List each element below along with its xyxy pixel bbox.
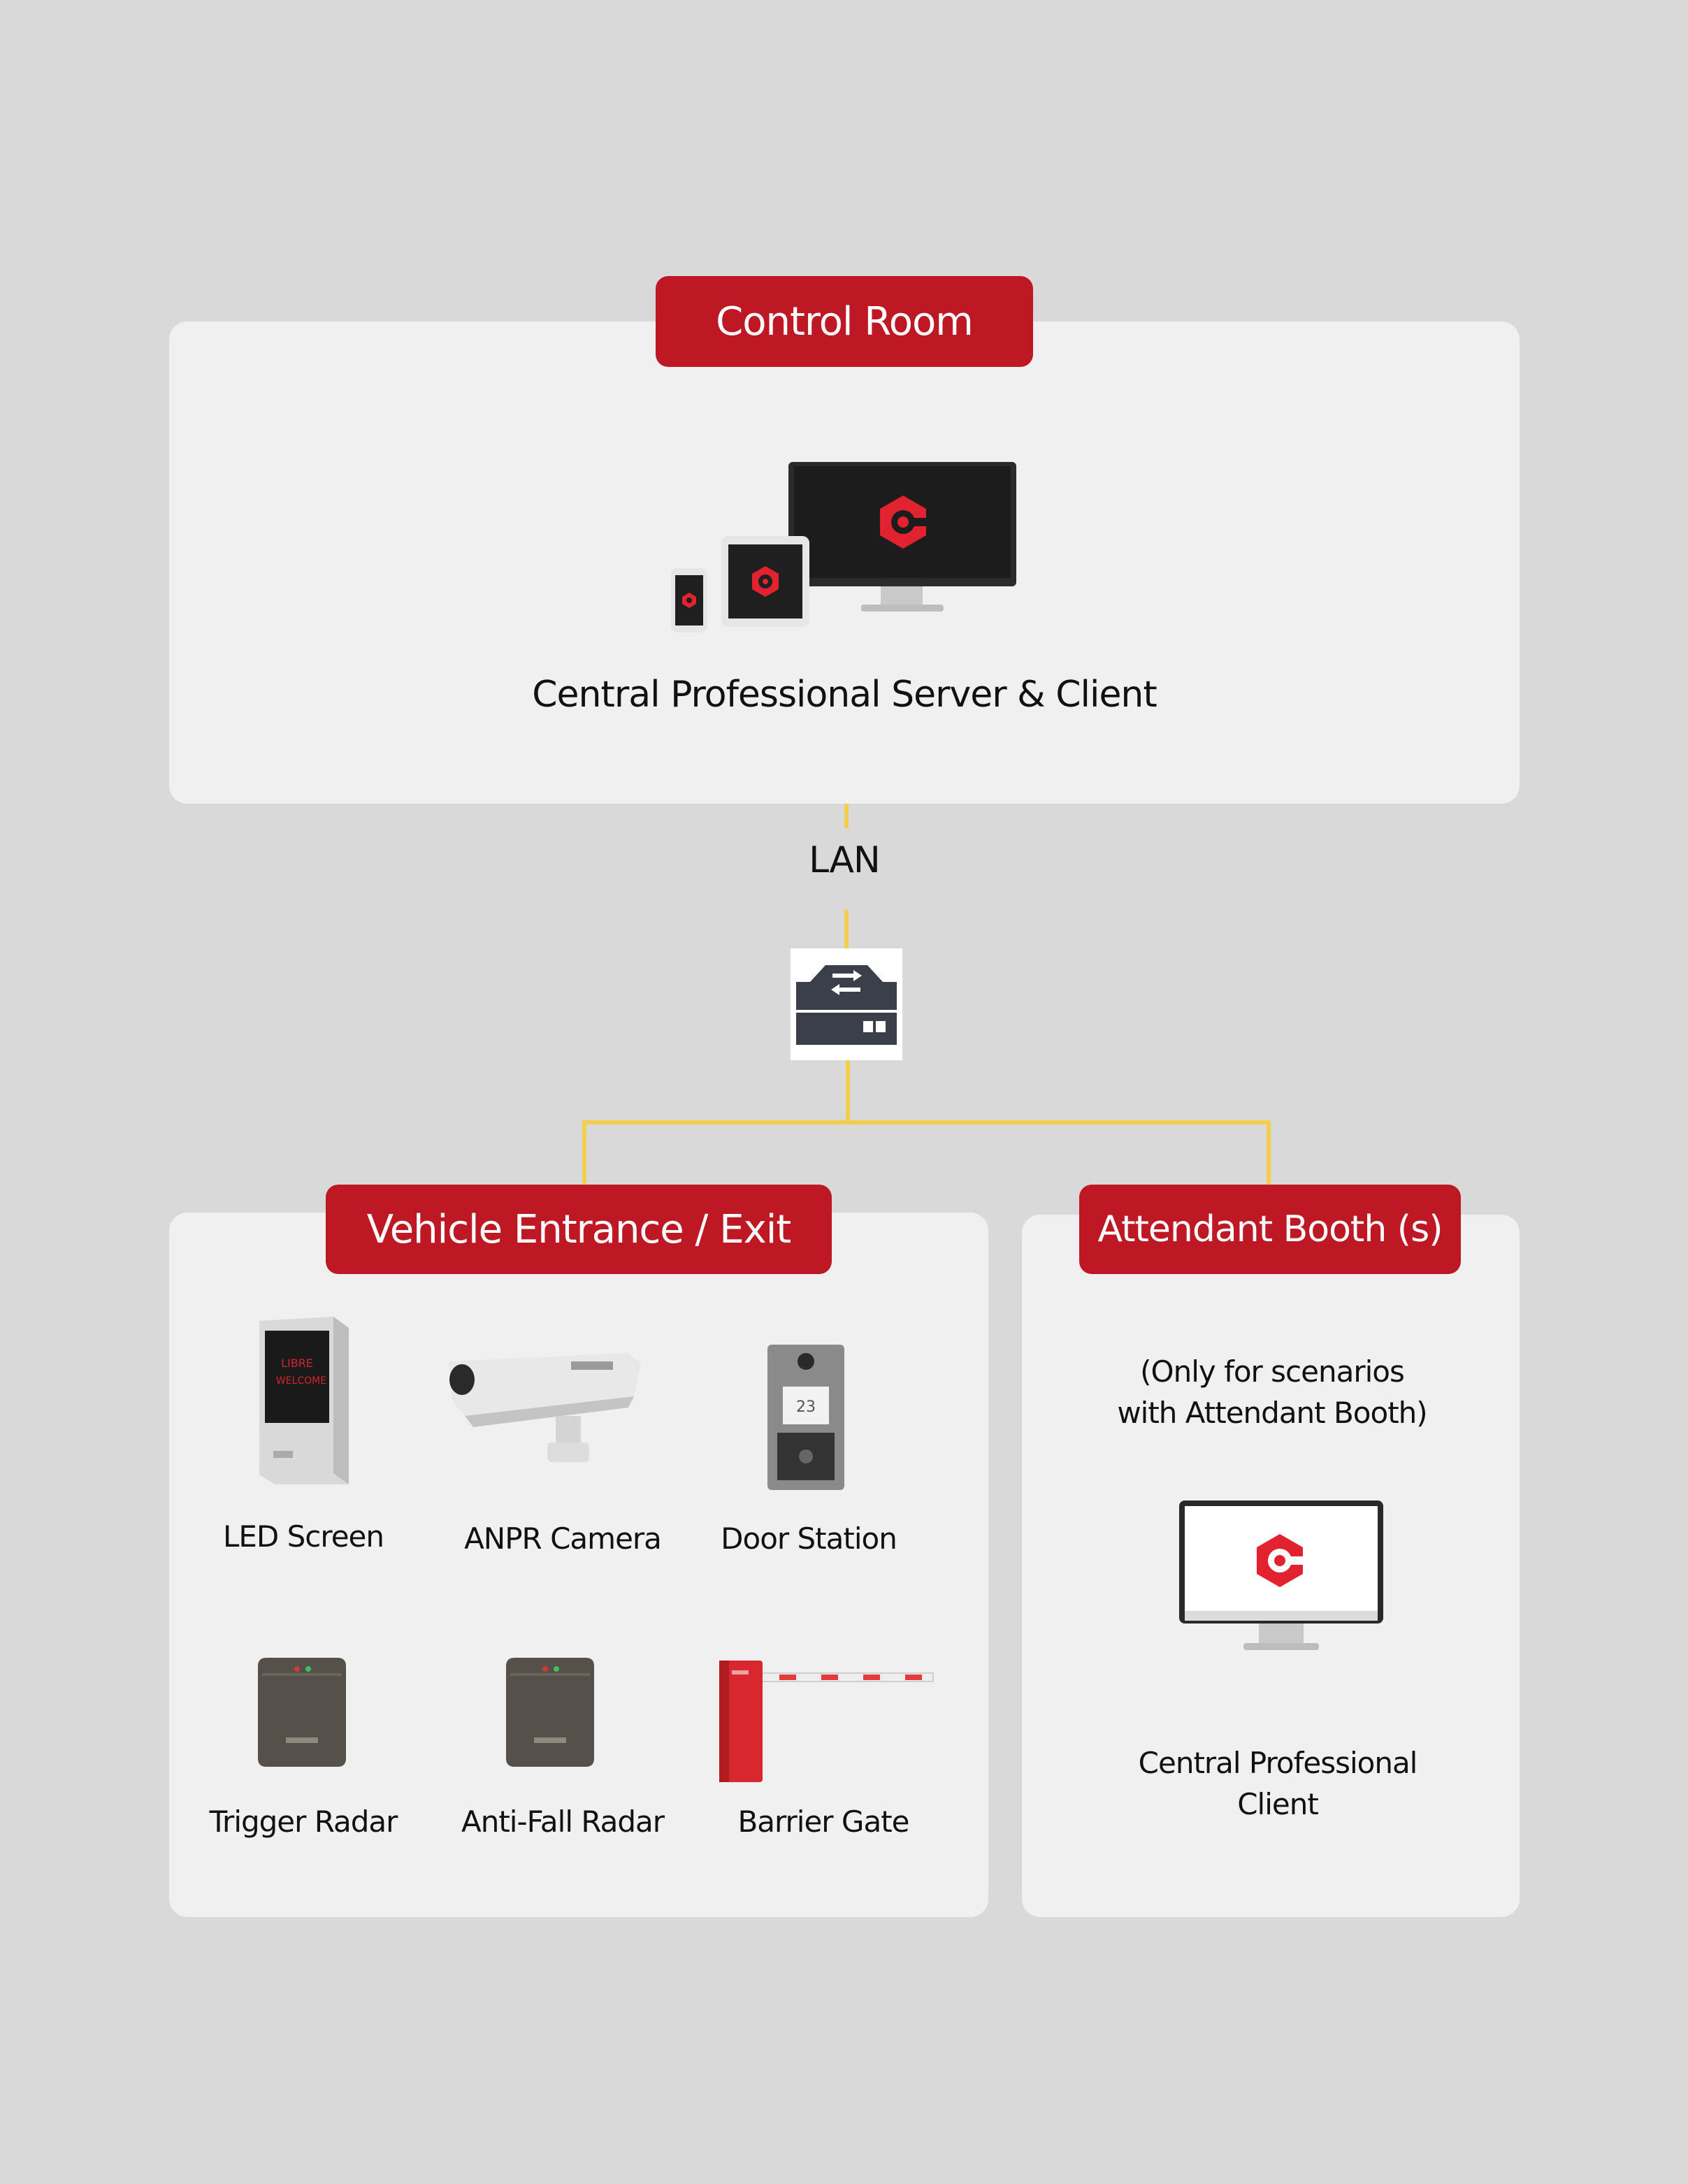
svg-text:LIBRE: LIBRE [281,1357,313,1370]
led-screen-icon: LIBRE WELCOME [255,1314,353,1489]
connector-booth-drop [1267,1120,1271,1190]
network-switch-icon [791,948,902,1060]
server-client-devices-icon [664,458,1020,639]
booth-client-line1: Central Professional [1138,1746,1418,1780]
vehicle-entrance-title: Vehicle Entrance / Exit [326,1185,832,1274]
connector-switch-down [846,1059,850,1124]
device-label: Trigger Radar [209,1805,398,1839]
booth-note-line2: with Attendant Booth) [1117,1396,1427,1430]
barrier-gate-icon [716,1656,937,1786]
svg-text:WELCOME: WELCOME [276,1375,326,1387]
lan-label: LAN [809,839,881,881]
anti-fall-radar-icon [503,1655,597,1770]
device-label: Anti-Fall Radar [461,1805,665,1839]
trigger-radar-icon [255,1655,349,1770]
device-label: Barrier Gate [737,1805,909,1839]
booth-client-line2: Client [1237,1787,1319,1821]
device-label: Door Station [721,1521,897,1556]
svg-text:23: 23 [796,1398,816,1416]
connector-horizontal [582,1120,1271,1124]
attendant-booth-title: Attendant Booth (s) [1079,1185,1461,1274]
device-label: LED Screen [222,1519,384,1554]
connector-vehicle-drop [582,1120,586,1190]
connector-server-lan [844,779,849,828]
connector-lan-switch [844,910,849,948]
booth-note-line1: (Only for scenarios [1140,1354,1405,1389]
door-station-icon: 23 [766,1343,846,1491]
device-label: ANPR Camera [464,1521,662,1556]
monitor-client-icon [1176,1498,1386,1665]
anpr-camera-icon [445,1349,644,1468]
server-client-label: Central Professional Server & Client [532,674,1157,716]
control-room-title: Control Room [656,276,1033,367]
